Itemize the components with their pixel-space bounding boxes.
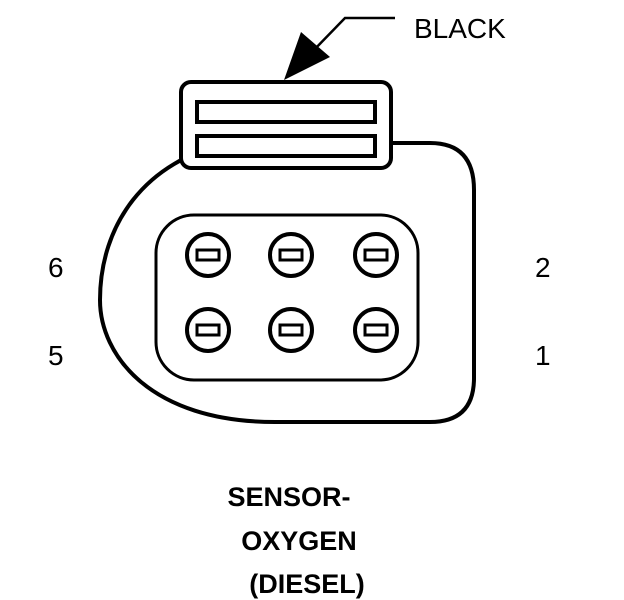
pin-cavity [353,307,399,353]
pin-cavity [185,307,231,353]
leader-line [311,16,395,53]
pin-label-1: 1 [535,340,551,371]
connector-housing [98,141,476,424]
title-line-1: SENSOR- [227,482,350,512]
pin-terminal [363,248,389,262]
leader-arrow [284,32,330,80]
wire-color-label: BLACK [414,13,506,44]
pin-cavity [353,232,399,278]
locking-tab-slot-bottom [195,134,377,158]
title-line-2: OXYGEN [241,526,357,556]
locking-tab-slot-top [195,100,377,124]
pin-label-5: 5 [48,340,64,371]
title-line-3: (DIESEL) [249,569,365,599]
pin-terminal [195,248,221,262]
pin-cavity [185,232,231,278]
cavity-block [154,213,420,382]
pin-terminal [278,248,304,262]
pin-cavity [268,307,314,353]
pin-cavities [185,232,399,353]
pin-terminal [363,323,389,337]
pin-terminal [195,323,221,337]
pin-cavity [268,232,314,278]
pin-terminal [278,323,304,337]
pin-label-2: 2 [535,252,551,283]
pin-label-6: 6 [48,252,64,283]
